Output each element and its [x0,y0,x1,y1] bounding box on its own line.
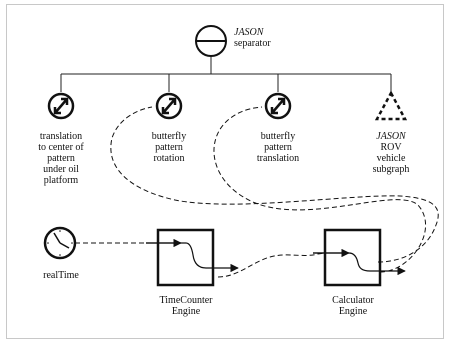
translation-center-label: translation to center of pattern under o… [26,131,96,186]
label-line: Calculator [332,295,374,306]
tree-connectors [60,57,392,92]
label-line: rotation [153,153,185,164]
label-line: vehicle [376,153,406,164]
calculator-label: Calculator Engine [318,295,388,317]
separator-icon[interactable] [195,25,227,57]
label-line: under oil [43,164,79,175]
separator-label: JASON separator [234,27,271,49]
label-line: butterfly [260,131,296,142]
field-connections [75,106,439,278]
label-line: ROV [380,142,402,153]
label-line: Engine [171,306,201,317]
label-line: translation [39,131,83,142]
timecounter-label: TimeCounter Engine [148,295,224,317]
label-line: Engine [338,306,368,317]
label-line: TimeCounter [159,295,213,306]
label-line: translation [256,153,300,164]
transform-node-icon[interactable] [264,92,292,120]
engine-box-icon[interactable] [323,228,382,287]
engine-box-icon[interactable] [156,228,215,287]
triangle-subgraph-icon[interactable] [374,90,408,121]
label-line: platform [43,175,79,186]
label-line: JASON [376,131,406,142]
rov-subgraph-label: JASON ROV vehicle subgraph [366,131,416,175]
butterfly-rotation-label: butterfly pattern rotation [139,131,199,164]
label-line: pattern [264,142,292,153]
separator-title: JASON [234,27,264,38]
butterfly-translation-label: butterfly pattern translation [248,131,308,164]
realtime-label: realTime [36,270,86,281]
label-line: pattern [155,142,183,153]
transform-node-icon[interactable] [47,92,75,120]
label-line: butterfly [151,131,187,142]
diagram-frame [6,4,444,339]
label-line: subgraph [372,164,410,175]
clock-icon[interactable] [43,226,77,260]
label-line: pattern [47,153,75,164]
separator-subtitle: separator [234,38,271,49]
engine-internal-arrows [146,238,406,276]
label-line: to center of [38,142,84,153]
label-line: realTime [43,270,79,281]
transform-node-icon[interactable] [155,92,183,120]
